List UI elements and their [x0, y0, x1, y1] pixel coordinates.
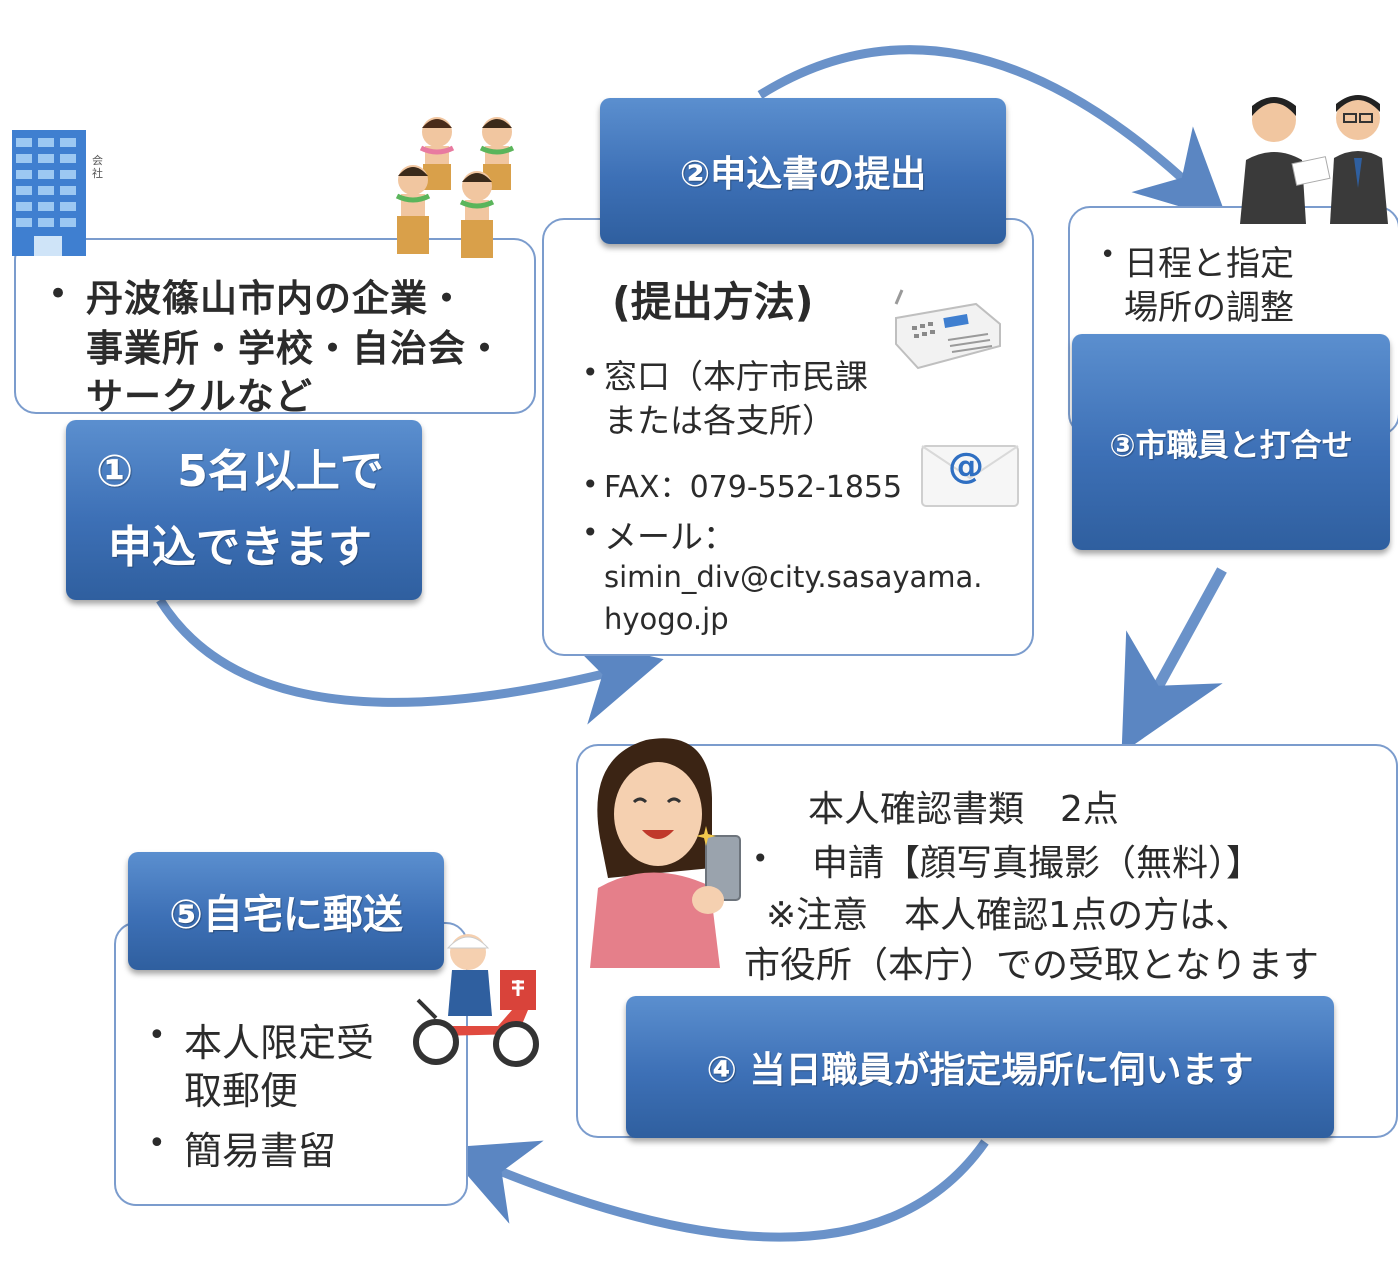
- step2-mail-label: メール：: [604, 517, 736, 556]
- step3-box-line2: 場所の調整: [1124, 288, 1294, 328]
- step4-banner: ④ 当日職員が指定場所に伺います: [626, 996, 1334, 1138]
- step1-text-line3: サークルなど: [86, 375, 313, 418]
- step1-text-line2: 事業所・学校・自治会・: [86, 327, 504, 370]
- at-sign-glyph: @: [948, 446, 984, 487]
- step5-item2: 簡易書留: [184, 1129, 337, 1173]
- step4-bullet: [752, 842, 769, 875]
- email-envelope-icon: @: [920, 444, 1020, 508]
- step5-bullet2: [148, 1126, 166, 1161]
- arrow-1-to-2: [156, 597, 664, 725]
- step3-banner: ③市職員と打合せ: [1072, 334, 1390, 550]
- step2-banner-text: ②申込書の提出: [679, 154, 927, 195]
- step3-banner-text: ③市職員と打合せ: [1109, 427, 1353, 464]
- woman-smartphone-photo-illustration: [580, 718, 766, 968]
- step2-window-line1: 窓口（本庁市民課: [604, 357, 868, 396]
- company-building-icon: [8, 128, 88, 260]
- step2-bullet-mail: [582, 516, 599, 549]
- step4-line1: 本人確認書類 2点: [808, 789, 1119, 830]
- fax-machine-icon: [888, 284, 1006, 376]
- step2-fax: FAX：079-552-1855: [604, 470, 903, 505]
- step4-banner-text: ④ 当日職員が指定場所に伺います: [706, 1050, 1254, 1091]
- arrow-2-to-3: [757, 45, 1228, 221]
- business-meeting-illustration: [1236, 88, 1396, 224]
- step5-bullet1: [148, 1018, 166, 1053]
- step1-banner: ① 5名以上で 申込できます: [66, 420, 422, 600]
- step2-bullet-fax: [582, 468, 599, 501]
- step2-box: [542, 218, 1034, 656]
- step2-window-line2: または各支所）: [604, 401, 835, 440]
- step4-line3: ※注意 本人確認1点の方は、: [766, 895, 1252, 936]
- step2-bullet-window: [582, 356, 599, 389]
- hula-dancers-illustration: [375, 110, 545, 270]
- arrow-3-to-4: [1121, 567, 1227, 754]
- step5-banner: ⑤自宅に郵送: [128, 852, 444, 970]
- step5-item1-line2: 取郵便: [184, 1069, 299, 1113]
- step4-line2: 申請【顔写真撮影（無料）】: [812, 843, 1263, 884]
- step1-text-line1: 丹波篠山市内の企業・: [86, 277, 466, 320]
- step2-mail-line2: hyogo.jp: [604, 602, 729, 636]
- step1-banner-line2: 申込できます: [108, 522, 372, 573]
- step2-mail-line1: simin_div@city.sasayama.: [604, 560, 983, 594]
- step3-box-line1: 日程と指定: [1124, 244, 1294, 284]
- step5-item1-line1: 本人限定受: [184, 1021, 375, 1065]
- step3-bullet: [1100, 240, 1115, 270]
- step4-line4: 市役所（本庁）での受取となります: [744, 945, 1319, 986]
- arrow-4-to-5: [443, 1139, 989, 1242]
- step1-box: [14, 238, 536, 414]
- mail-carrier-scooter-illustration: [408, 930, 544, 1070]
- company-label: 会社: [92, 154, 103, 180]
- step2-method-heading: (提出方法): [612, 278, 814, 326]
- step2-banner: ②申込書の提出: [600, 98, 1006, 244]
- step1-banner-line1: ① 5名以上で: [96, 446, 384, 497]
- step5-banner-text: ⑤自宅に郵送: [169, 892, 403, 938]
- step1-bullet: [48, 274, 68, 314]
